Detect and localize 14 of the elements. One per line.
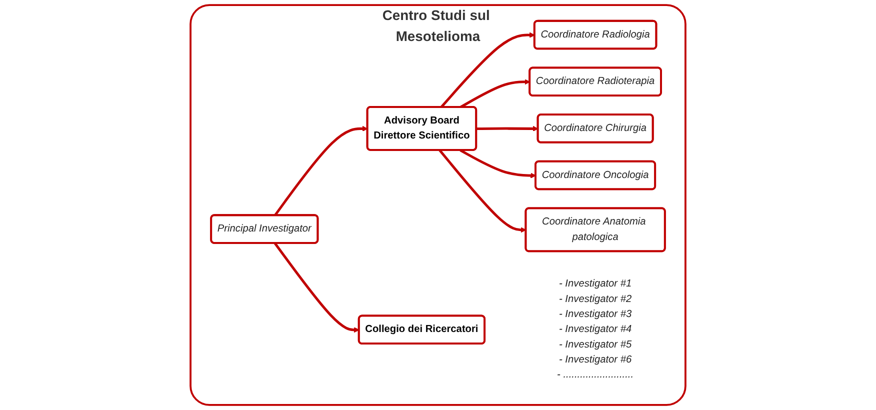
node-label: - Investigator #2	[559, 294, 632, 304]
arrow	[476, 126, 538, 132]
arrow	[440, 32, 535, 108]
node-label: - Investigator #4	[559, 324, 632, 335]
arrow	[274, 126, 368, 216]
node-label: - .........................	[557, 370, 634, 380]
arrow	[460, 79, 530, 108]
node-label: - Investigator #5	[559, 339, 632, 350]
arrow	[460, 149, 536, 178]
arrow	[274, 242, 360, 333]
node-label: - Investigator #1	[559, 278, 632, 290]
node-label: - Investigator #3	[559, 308, 632, 320]
arrow	[438, 149, 526, 233]
node-label: - Investigator #6	[559, 354, 632, 366]
